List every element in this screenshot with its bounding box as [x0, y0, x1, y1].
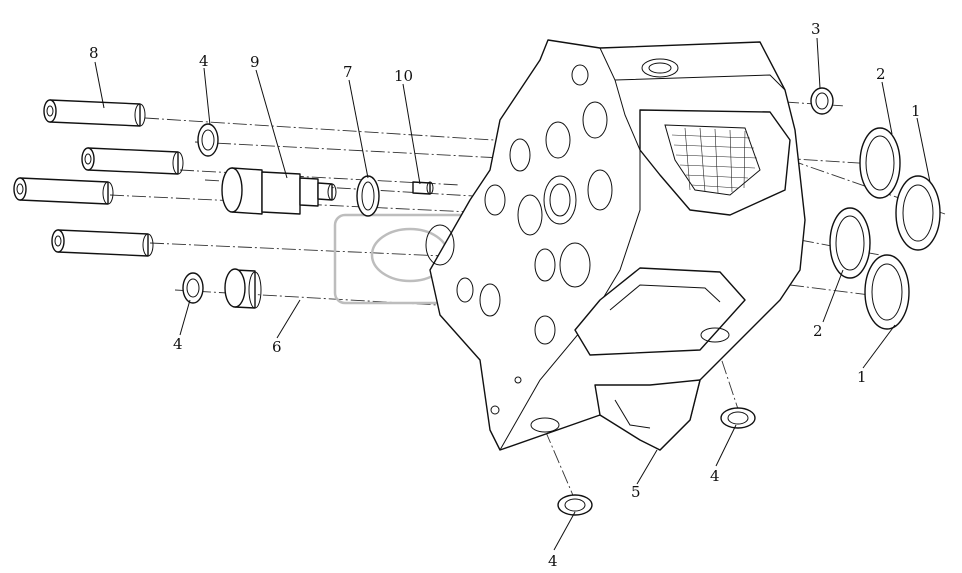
part-6-plug: [224, 268, 262, 309]
part-1-ring-upper: [895, 175, 941, 251]
callout-2: 2: [876, 65, 886, 83]
part-4-plug-upper: [197, 123, 219, 157]
part-7-seal-ring: [356, 175, 380, 217]
callout-3: 3: [811, 20, 821, 38]
part-sleeve-c: [51, 229, 154, 257]
callouts: 8 4 9 7 10 3 2 1 2 1 4 6 4 5 4: [89, 20, 921, 570]
callout-7: 7: [343, 63, 353, 81]
part-2-ring-upper: [859, 127, 901, 199]
callout-1: 1: [911, 102, 921, 120]
callout-4: 4: [173, 335, 183, 353]
part-8-plug-top: [43, 99, 146, 127]
port-holes: [425, 64, 613, 415]
callout-1: 1: [857, 368, 867, 386]
part-2-ring-lower: [829, 207, 871, 279]
callout-4: 4: [199, 52, 209, 70]
callout-4: 4: [710, 467, 720, 485]
grid-recess: [671, 127, 758, 194]
part-sleeve-b: [13, 177, 114, 205]
part-sleeve-a: [81, 147, 184, 175]
part-9-spool: [221, 167, 337, 215]
part-1-ring-lower: [864, 254, 910, 330]
callout-4: 4: [548, 552, 558, 570]
leader-lines: [94, 37, 931, 551]
part-4-plug-bottom: [557, 494, 593, 516]
callout-8: 8: [89, 44, 99, 62]
housing-body: [425, 39, 806, 451]
callout-10: 10: [394, 67, 413, 85]
callout-9: 9: [250, 53, 260, 71]
part-4-plug-right: [720, 407, 756, 429]
callout-6: 6: [272, 338, 282, 356]
part-4-plug-left: [182, 272, 204, 304]
callout-2: 2: [813, 322, 823, 340]
part-10-pin: [412, 181, 434, 195]
callout-5: 5: [631, 483, 641, 501]
part-3-nut: [810, 87, 834, 115]
